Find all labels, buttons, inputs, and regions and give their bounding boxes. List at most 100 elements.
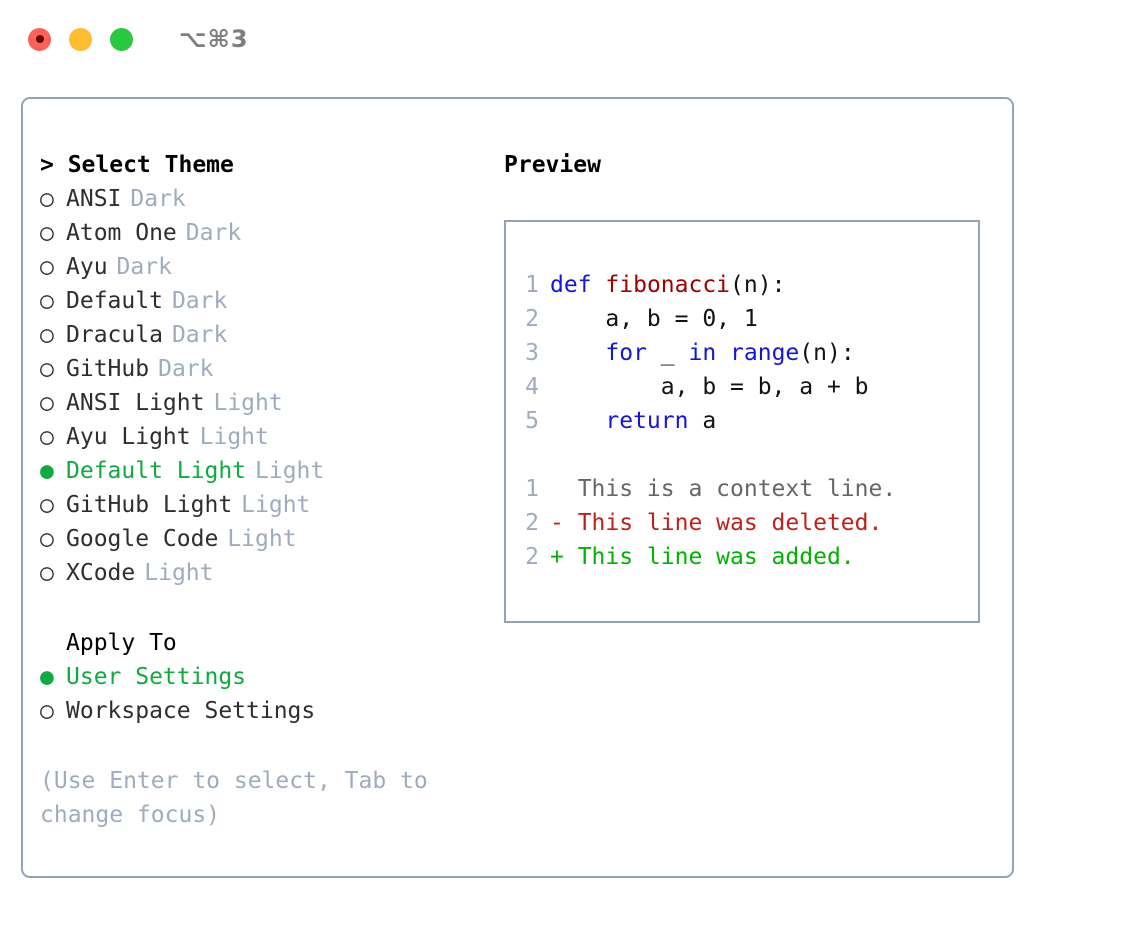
code-diff-separator xyxy=(506,438,978,472)
theme-option-label: Default xyxy=(66,288,163,314)
theme-variant-badge: Light xyxy=(227,526,297,552)
theme-option-ansi-light[interactable]: ○ ANSI Light Light xyxy=(40,386,504,420)
theme-variant-badge: Dark xyxy=(158,356,214,382)
radio-unselected-icon[interactable]: ○ xyxy=(40,492,54,518)
theme-option-label: Ayu Light xyxy=(66,424,191,450)
radio-selected-icon[interactable]: ● xyxy=(40,458,54,484)
code-line: 1 def fibonacci(n): xyxy=(506,268,978,302)
radio-unselected-icon[interactable]: ○ xyxy=(40,322,54,348)
keyboard-shortcut-label: ⌥⌘3 xyxy=(179,25,249,53)
theme-option-label: Ayu xyxy=(66,254,108,280)
theme-variant-badge: Dark xyxy=(185,220,242,246)
code-token-kw: in xyxy=(688,340,717,366)
theme-option-label: GitHub Light xyxy=(66,492,233,518)
theme-option-ansi[interactable]: ○ ANSI Dark xyxy=(40,182,504,216)
theme-option-label: ANSI Light xyxy=(66,390,205,416)
radio-unselected-icon[interactable]: ○ xyxy=(40,560,54,586)
diff-line-ctx: 1 This is a context line. xyxy=(506,472,978,506)
window-controls xyxy=(28,27,133,51)
radio-selected-icon[interactable]: ● xyxy=(40,664,54,690)
theme-option-xcode[interactable]: ○ XCode Light xyxy=(40,556,504,590)
code-token-pl xyxy=(550,340,605,366)
apply-to-option-user-settings[interactable]: ● User Settings xyxy=(40,660,504,694)
code-token-fn: fibonacci xyxy=(605,272,731,298)
line-number: 1 xyxy=(525,272,539,298)
theme-option-github[interactable]: ○ GitHub Dark xyxy=(40,352,504,386)
apply-to-heading: Apply To xyxy=(66,630,177,656)
code-line: 2 a, b = 0, 1 xyxy=(506,302,978,336)
theme-variant-badge: Light xyxy=(255,458,325,484)
theme-option-label: Dracula xyxy=(66,322,163,348)
diff-line-text: This is a context line. xyxy=(550,476,897,502)
apply-to-option-list[interactable]: ● User Settings ○ Workspace Settings xyxy=(40,660,504,728)
diff-line-add: 2+ This line was added. xyxy=(506,540,978,574)
close-window-button[interactable] xyxy=(28,27,51,51)
code-line-text: return a xyxy=(550,404,716,438)
code-token-pl: (n): xyxy=(730,272,786,298)
code-line-text: a, b = b, a + b xyxy=(550,370,869,404)
radio-unselected-icon[interactable]: ○ xyxy=(40,698,54,724)
theme-option-label: ANSI xyxy=(66,186,122,212)
line-number: 4 xyxy=(525,374,539,400)
diff-sample-block: 1 This is a context line.2- This line wa… xyxy=(506,472,978,574)
theme-option-label: Default Light xyxy=(66,458,247,484)
radio-unselected-icon[interactable]: ○ xyxy=(40,356,54,382)
theme-variant-badge: Light xyxy=(213,390,283,416)
radio-unselected-icon[interactable]: ○ xyxy=(40,220,54,246)
diff-line-del: 2- This line was deleted. xyxy=(506,506,978,540)
code-line: 5 return a xyxy=(506,404,978,438)
code-token-pl xyxy=(716,340,730,366)
maximize-window-button[interactable] xyxy=(110,27,133,51)
code-line-text: a, b = 0, 1 xyxy=(550,302,757,336)
radio-unselected-icon[interactable]: ○ xyxy=(40,288,54,314)
theme-variant-badge: Dark xyxy=(116,254,172,280)
titlebar: ⌥⌘3 xyxy=(0,0,1140,78)
radio-unselected-icon[interactable]: ○ xyxy=(40,390,54,416)
radio-unselected-icon[interactable]: ○ xyxy=(40,186,54,212)
theme-option-label: XCode xyxy=(66,560,136,586)
code-token-kw: range xyxy=(730,340,800,366)
theme-option-default[interactable]: ○ Default Dark xyxy=(40,284,504,318)
minimize-window-button[interactable] xyxy=(69,27,92,51)
theme-option-label: GitHub xyxy=(66,356,150,382)
radio-unselected-icon[interactable]: ○ xyxy=(40,424,54,450)
theme-option-label: Google Code xyxy=(66,526,219,552)
code-token-pl xyxy=(592,272,606,298)
radio-unselected-icon[interactable]: ○ xyxy=(40,526,54,552)
code-token-pl: (n): xyxy=(799,340,855,366)
code-token-pl xyxy=(550,408,605,434)
apply-to-option-workspace-settings[interactable]: ○ Workspace Settings xyxy=(40,694,504,728)
diff-line-text: - This line was deleted. xyxy=(550,510,883,536)
keyboard-hint-text: (Use Enter to select, Tab to change focu… xyxy=(40,768,442,828)
apply-to-option-label: Workspace Settings xyxy=(66,698,316,724)
theme-option-ayu[interactable]: ○ Ayu Dark xyxy=(40,250,504,284)
theme-variant-badge: Dark xyxy=(171,288,228,314)
line-number: 5 xyxy=(525,408,539,434)
code-token-pl: a xyxy=(688,408,717,434)
code-line-text: def fibonacci(n): xyxy=(550,268,785,302)
apply-to-option-label: User Settings xyxy=(66,664,247,690)
code-line: 3 for _ in range(n): xyxy=(506,336,978,370)
line-number: 2 xyxy=(525,544,539,570)
code-token-kw: for xyxy=(605,340,647,366)
theme-variant-badge: Dark xyxy=(130,186,186,212)
theme-option-google-code[interactable]: ○ Google Code Light xyxy=(40,522,504,556)
preview-heading: Preview xyxy=(504,152,601,178)
radio-unselected-icon[interactable]: ○ xyxy=(40,254,54,280)
line-number: 2 xyxy=(525,306,539,332)
code-token-kw: return xyxy=(605,408,689,434)
code-token-pl: a, b = b, a + b xyxy=(550,374,869,400)
theme-variant-badge: Light xyxy=(144,560,214,586)
theme-option-default-light[interactable]: ● Default Light Light xyxy=(40,454,504,488)
